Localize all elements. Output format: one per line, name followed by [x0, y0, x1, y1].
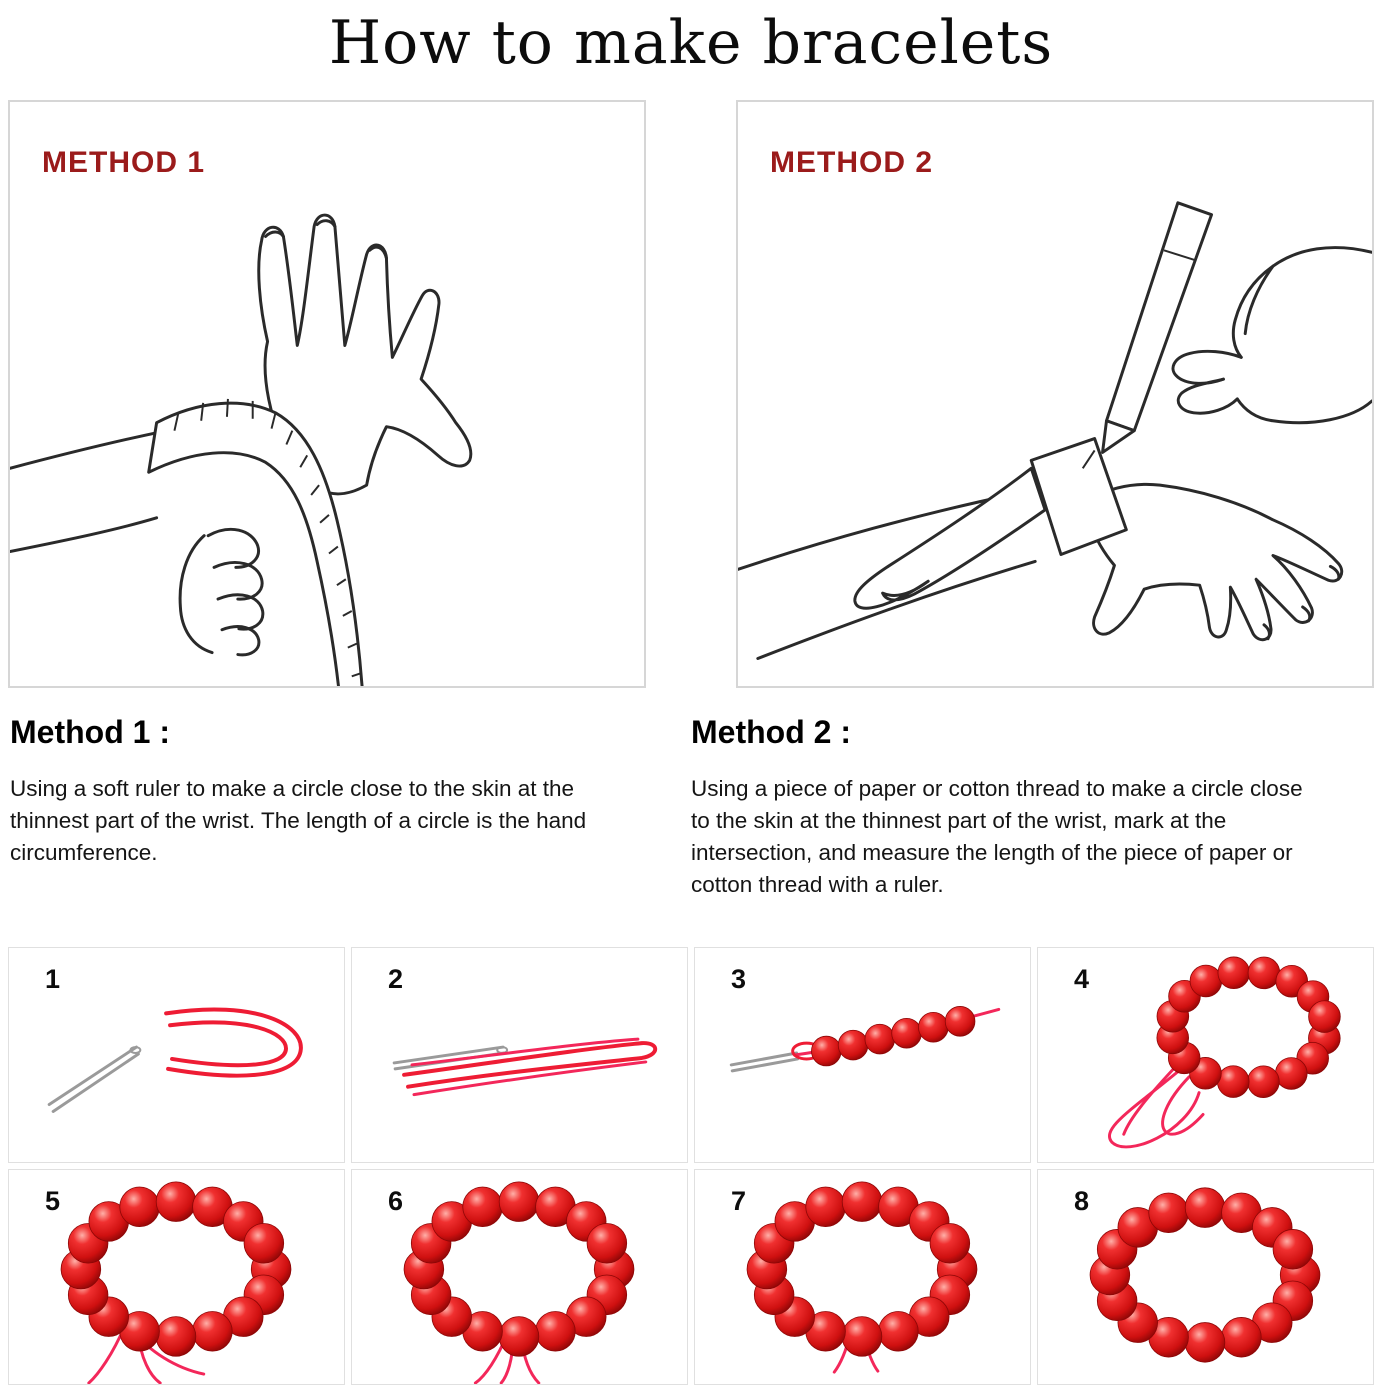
method-2-text: Method 2 : Using a piece of paper or cot… [691, 702, 1372, 901]
paper-strip-tail [853, 466, 1047, 610]
method-1-description: Using a soft ruler to make a circle clos… [10, 776, 587, 865]
step-1-number: 1 [45, 963, 61, 994]
step-5-number: 5 [45, 1185, 61, 1216]
step-8-cell: 8 [1037, 1168, 1374, 1385]
step-2-number: 2 [388, 963, 404, 994]
holding-hand [178, 527, 265, 657]
threaded-cord [402, 1037, 658, 1096]
step-5-cell: 5 [8, 1168, 345, 1385]
bracelet-with-hanging-cords-icon [403, 1181, 635, 1384]
method-descriptions: Method 1 : Using a soft ruler to make a … [0, 702, 1382, 901]
soft-ruler-tape [147, 398, 364, 686]
pen [1081, 201, 1214, 469]
finished-bracelet-icon [1089, 1187, 1321, 1363]
step-6-number: 6 [388, 1185, 404, 1216]
forearm [10, 429, 169, 553]
pen-holding-hand [1171, 246, 1372, 425]
method-2-illustration [738, 201, 1372, 660]
needle [47, 1045, 142, 1113]
paper-strip-band [1029, 437, 1128, 556]
step-3-cell: 3 [694, 946, 1031, 1163]
method-1-label: METHOD 1 [42, 146, 206, 179]
step-7-number: 7 [731, 1185, 747, 1216]
step-8-number: 8 [1074, 1185, 1090, 1216]
step-3-number: 3 [731, 963, 747, 994]
bracelet-with-trimmed-cords-icon [746, 1181, 978, 1374]
method-1-panel: METHOD 1 [8, 100, 646, 688]
needle [729, 1051, 800, 1073]
step-1-cell: 1 [8, 946, 345, 1163]
bead-ring-with-cord-loop-icon [1108, 956, 1341, 1149]
measured-hand [1089, 482, 1344, 642]
method-2-heading: Method 2 : [691, 714, 851, 750]
method-2-description: Using a piece of paper or cotton thread … [691, 776, 1303, 897]
forearm [738, 490, 1037, 660]
cord-threaded-on-needle-icon [392, 1037, 658, 1096]
bracelet-with-loose-cords-icon [60, 1181, 292, 1384]
step-4-cell: 4 [1037, 946, 1374, 1163]
step-2-cell: 2 [351, 946, 688, 1163]
needle-and-folded-red-cord-icon [47, 1007, 303, 1113]
beads-strung-on-cord-icon [729, 1005, 1001, 1073]
method-illustration-panels: METHOD 1 [0, 100, 1382, 688]
step-7-cell: 7 [694, 1168, 1031, 1385]
folded-cord [164, 1007, 303, 1078]
method-2-panel: METHOD 2 [736, 100, 1374, 688]
assembly-steps-grid: 1 2 [0, 946, 1382, 1385]
page-title: How to make bracelets [328, 8, 1054, 78]
method-1-heading: Method 1 : [10, 714, 170, 750]
method-1-illustration [10, 213, 473, 686]
step-6-cell: 6 [351, 1168, 688, 1385]
measured-hand [257, 213, 473, 496]
method-2-label: METHOD 2 [770, 146, 934, 179]
method-1-text: Method 1 : Using a soft ruler to make a … [10, 702, 691, 901]
step-4-number: 4 [1074, 963, 1090, 994]
cord-loop [1108, 1063, 1205, 1149]
